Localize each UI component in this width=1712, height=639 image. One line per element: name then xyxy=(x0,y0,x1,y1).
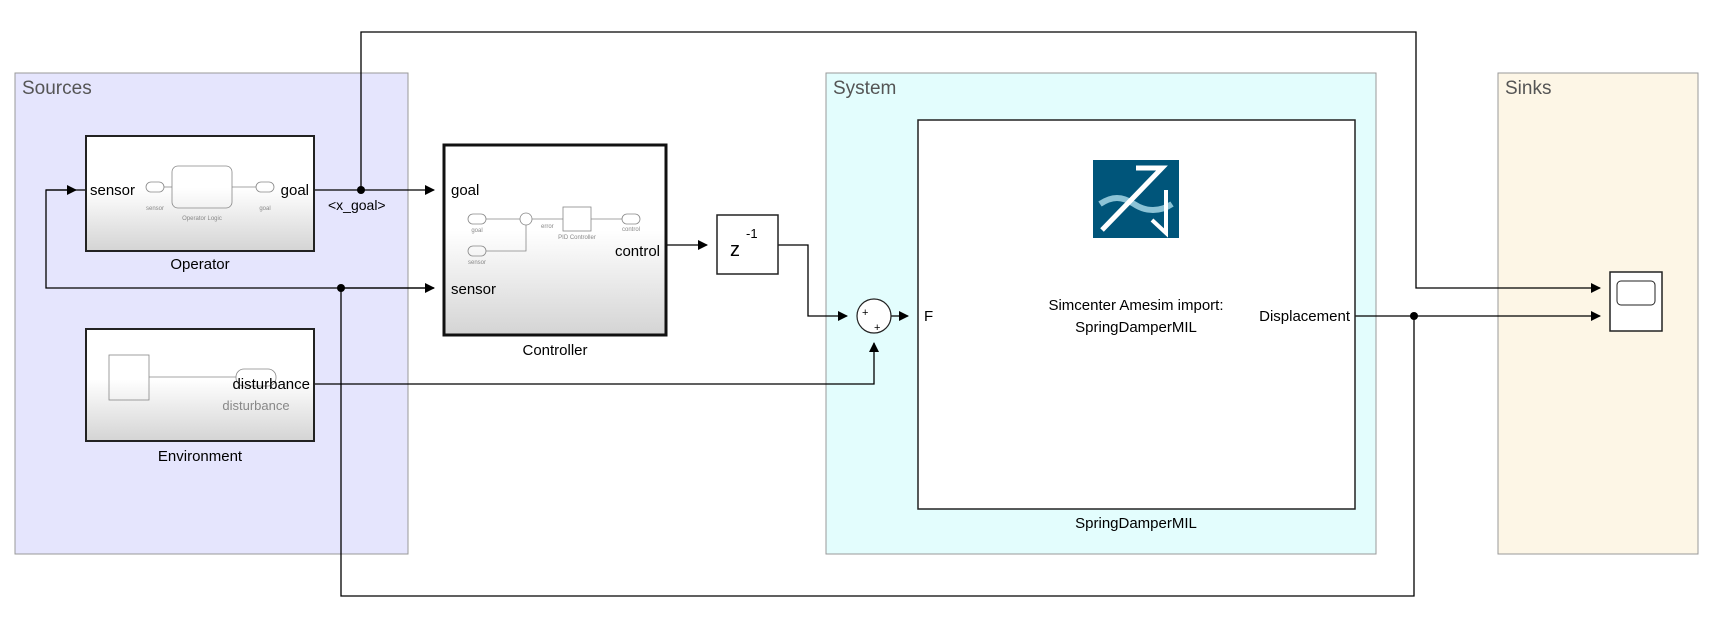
scope-screen-icon xyxy=(1616,280,1656,306)
port-label-sensor: sensor xyxy=(90,182,135,199)
inner-label: disturbance xyxy=(222,398,289,413)
sum-block[interactable]: + + xyxy=(856,298,892,334)
inner-label: sensor xyxy=(468,260,486,266)
controller-block[interactable]: goal sensor error PID Controller control… xyxy=(442,143,668,359)
amesim-logo-icon xyxy=(1093,160,1179,238)
outport-icon xyxy=(621,213,641,225)
delay-base: z xyxy=(730,239,740,261)
wire-delayed-control[interactable] xyxy=(778,244,848,321)
area-sinks[interactable]: Sinks xyxy=(1497,72,1699,555)
environment-block[interactable]: disturbance disturbance Environment xyxy=(85,328,315,465)
block-name-spring-damper: SpringDamperMIL xyxy=(1075,515,1197,532)
wire-disturbance[interactable] xyxy=(314,342,879,385)
port-label-f: F xyxy=(924,308,933,325)
sum-sign: + xyxy=(862,307,868,319)
sum-sign: + xyxy=(874,322,880,334)
port-label-control: control xyxy=(615,243,660,260)
scope-block[interactable] xyxy=(1609,271,1663,332)
block-description: Simcenter Amesim import: xyxy=(1048,297,1223,314)
unit-delay-block[interactable]: z -1 xyxy=(716,214,779,275)
unit-delay-body xyxy=(716,214,779,275)
signal-lines: <x_goal> xyxy=(45,31,1601,597)
area-sources-title: Sources xyxy=(22,78,92,99)
inner-label: sensor xyxy=(146,206,164,212)
branch-point xyxy=(1410,312,1418,320)
area-system-title: System xyxy=(833,78,896,99)
source-icon xyxy=(108,354,150,401)
inner-label: PID Controller xyxy=(558,235,596,241)
outport-icon xyxy=(235,368,277,387)
block-name-operator: Operator xyxy=(170,256,229,273)
delay-exponent: -1 xyxy=(746,226,758,241)
block-name-controller: Controller xyxy=(522,342,587,359)
inner-label: error xyxy=(541,224,554,230)
area-sinks-box xyxy=(1497,72,1699,555)
controller-block-body xyxy=(442,143,668,337)
port-label-goal: goal xyxy=(451,182,479,199)
port-label-displacement: Displacement xyxy=(1259,308,1351,325)
port-label-disturbance: disturbance xyxy=(232,376,310,393)
branch-point xyxy=(337,284,345,292)
wire-goal-to-scope[interactable] xyxy=(360,31,1601,293)
operator-block[interactable]: sensor Operator Logic goal sensor goal O… xyxy=(85,135,315,273)
sum-body xyxy=(856,298,892,334)
branch-point xyxy=(357,186,365,194)
inner-label: control xyxy=(622,227,640,233)
environment-block-body xyxy=(85,328,315,442)
operator-block-body xyxy=(85,135,315,252)
spring-damper-block[interactable]: Simcenter Amesim import: SpringDamperMIL… xyxy=(917,119,1356,532)
inner-label: goal xyxy=(259,206,270,212)
inner-label: Operator Logic xyxy=(182,216,222,222)
port-label-goal: goal xyxy=(281,182,309,199)
block-name-environment: Environment xyxy=(158,448,243,465)
wire-displacement-feedback[interactable] xyxy=(340,288,1415,597)
inner-label: goal xyxy=(471,228,482,234)
area-sinks-title: Sinks xyxy=(1505,78,1551,99)
port-label-sensor: sensor xyxy=(451,281,496,298)
signal-label-x-goal: <x_goal> xyxy=(328,197,386,213)
outport-icon xyxy=(255,181,275,193)
block-description: SpringDamperMIL xyxy=(1075,319,1197,336)
